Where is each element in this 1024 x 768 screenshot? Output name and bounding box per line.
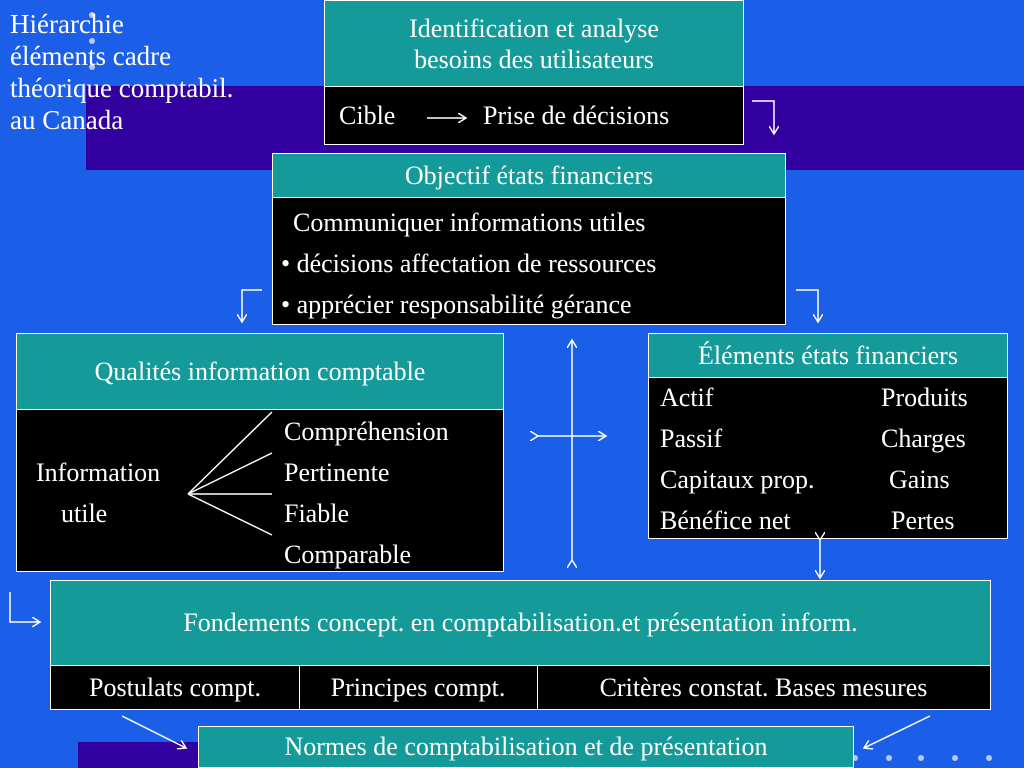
identification-line: Identification et analyse xyxy=(409,13,659,43)
fondements-cell: Postulats compt. xyxy=(51,666,300,709)
quality-item: Fiable xyxy=(284,499,349,528)
decor-dot xyxy=(986,755,992,761)
cible-box: Cible Prise de décisions xyxy=(324,86,744,145)
objectif-header: Objectif états financiers xyxy=(272,153,786,198)
quality-item: Pertinente xyxy=(284,458,390,487)
element-left: Capitaux prop. xyxy=(660,465,815,494)
objectif-bullet: • apprécier responsabilité gérance xyxy=(281,290,632,319)
hook-arrow xyxy=(752,100,774,134)
normes-label: Normes de comptabilisation et de présent… xyxy=(284,732,768,761)
quality-item: Comparable xyxy=(284,540,412,569)
title-line: au Canada xyxy=(10,105,124,135)
elements-header-label: Éléments états financiers xyxy=(698,340,958,370)
fondements-header: Fondements concept. en comptabilisation.… xyxy=(50,580,991,666)
hook-arrow xyxy=(242,289,262,322)
element-right: Produits xyxy=(881,383,968,412)
diagonal-arrow xyxy=(121,715,186,748)
decor-dot xyxy=(89,38,95,44)
fondements-row: Postulats compt. Principes compt. Critèr… xyxy=(50,665,991,710)
qualites-header-label: Qualités information comptable xyxy=(94,356,426,386)
decor-dot xyxy=(918,755,924,761)
title-line: Hiérarchie xyxy=(10,9,124,39)
element-right: Gains xyxy=(889,465,950,494)
decor-dot xyxy=(886,755,892,761)
decor-dot xyxy=(952,755,958,761)
element-right: Charges xyxy=(881,424,966,453)
elements-header: Éléments états financiers xyxy=(648,333,1008,378)
diagonal-arrow xyxy=(864,715,931,748)
info-label: utile xyxy=(61,499,108,528)
fan-line xyxy=(187,493,273,536)
element-right: Pertes xyxy=(891,506,955,535)
decor-dot xyxy=(89,12,95,18)
title-line: éléments cadre xyxy=(10,41,172,71)
fondements-header-label: Fondements concept. en comptabilisation.… xyxy=(183,608,858,637)
objectif-header-label: Objectif états financiers xyxy=(404,160,654,190)
elements-body: Actif Passif Capitaux prop. Bénéfice net… xyxy=(648,377,1008,539)
qualites-body: Information utile Compréhension Pertinen… xyxy=(16,409,504,572)
decor-dot xyxy=(89,64,95,70)
hook-arrow xyxy=(9,592,40,622)
element-left: Bénéfice net xyxy=(660,506,791,535)
fondements-cell: Principes compt. xyxy=(299,666,538,709)
title-line: théorique comptabil. xyxy=(10,73,234,103)
element-left: Actif xyxy=(660,383,714,412)
slide-title: Hiérarchie éléments cadre théorique comp… xyxy=(10,8,233,136)
objectif-bullet: • décisions affectation de ressources xyxy=(281,249,657,278)
qualites-header: Qualités information comptable xyxy=(16,333,504,410)
fondements-cell: Critères constat. Bases mesures xyxy=(599,672,928,702)
decisions-label: Prise de décisions xyxy=(483,101,670,130)
identification-line: besoins des utilisateurs xyxy=(414,44,654,74)
objectif-body: Communiquer informations utiles • décisi… xyxy=(272,197,786,325)
info-label: Information xyxy=(36,458,161,487)
fan-line xyxy=(187,452,273,495)
fan-line xyxy=(187,411,273,495)
objectif-line: Communiquer informations utiles xyxy=(293,208,646,237)
cible-label: Cible xyxy=(339,101,396,130)
decor-dot xyxy=(852,755,858,761)
element-left: Passif xyxy=(660,424,723,453)
hook-arrow xyxy=(796,289,818,322)
quality-item: Compréhension xyxy=(284,417,449,446)
